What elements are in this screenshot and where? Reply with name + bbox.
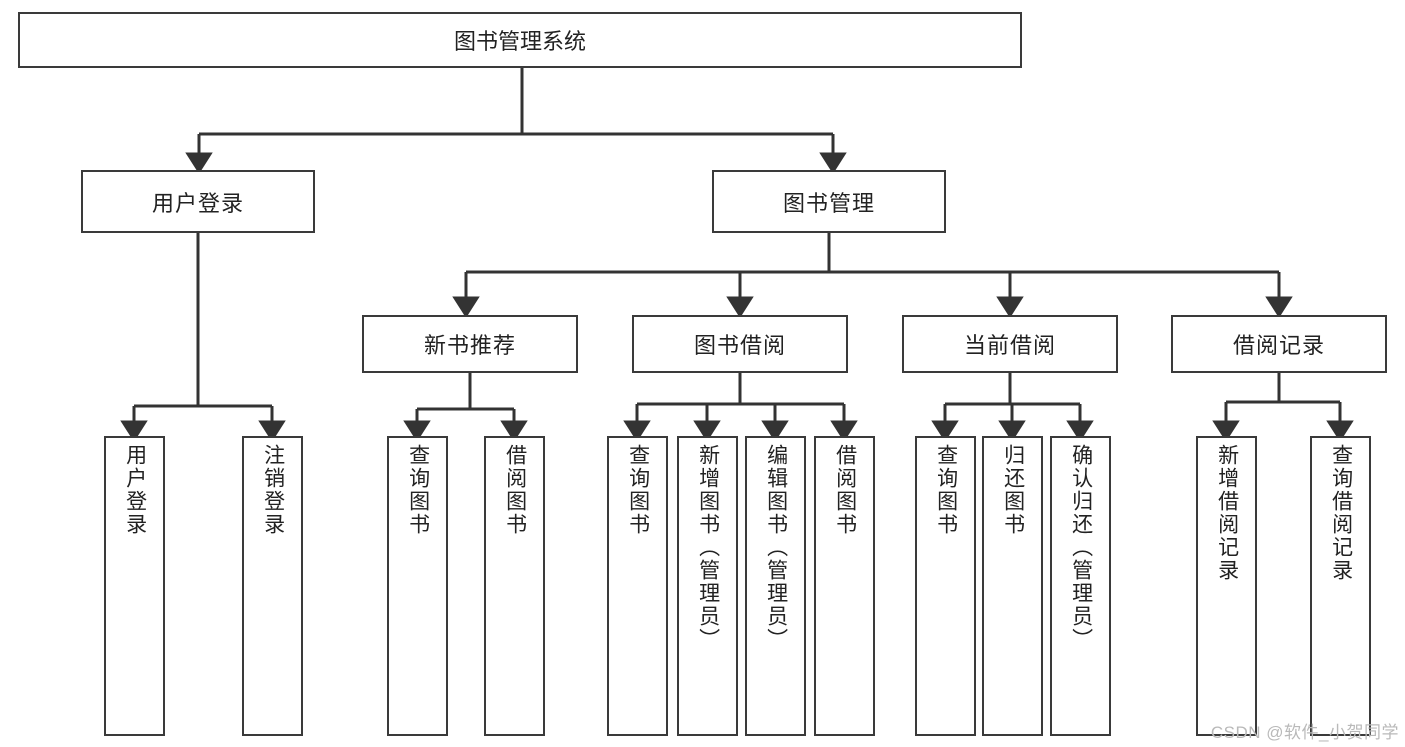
node-leaf-confirm-return[interactable]: 确认归还（管理员） (1050, 436, 1111, 736)
node-leaf-add-record[interactable]: 新增借阅记录 (1196, 436, 1257, 736)
node-current-borrow[interactable]: 当前借阅 (902, 315, 1118, 373)
node-leaf-query-book-3[interactable]: 查询图书 (915, 436, 976, 736)
node-leaf-borrow-book-2[interactable]: 借阅图书 (814, 436, 875, 736)
node-root-label: 图书管理系统 (453, 29, 586, 54)
node-leaf-edit-book-label: 编辑图书（管理员） (764, 444, 788, 651)
node-leaf-query-book-1-label: 查询图书 (406, 444, 430, 536)
node-book-borrow[interactable]: 图书借阅 (632, 315, 848, 373)
node-leaf-borrow-book-2-label: 借阅图书 (833, 444, 857, 536)
node-leaf-user-login[interactable]: 用户登录 (104, 436, 165, 736)
node-leaf-query-book-2[interactable]: 查询图书 (607, 436, 668, 736)
node-leaf-add-book[interactable]: 新增图书（管理员） (677, 436, 738, 736)
node-user-login-label: 用户登录 (151, 190, 244, 216)
node-new-book-rec[interactable]: 新书推荐 (362, 315, 578, 373)
node-leaf-return-book[interactable]: 归还图书 (982, 436, 1043, 736)
node-borrow-record-label: 借阅记录 (1232, 333, 1325, 358)
node-leaf-return-book-label: 归还图书 (1001, 444, 1025, 536)
node-leaf-query-book-3-label: 查询图书 (934, 444, 958, 536)
node-leaf-user-logout-label: 注销登录 (261, 444, 285, 536)
node-new-book-rec-label: 新书推荐 (423, 333, 516, 358)
node-current-borrow-label: 当前借阅 (963, 333, 1056, 358)
node-book-borrow-label: 图书借阅 (693, 333, 786, 358)
node-leaf-borrow-book-1[interactable]: 借阅图书 (484, 436, 545, 736)
node-leaf-user-login-label: 用户登录 (123, 444, 147, 536)
node-leaf-add-book-label: 新增图书（管理员） (696, 444, 720, 651)
node-leaf-user-logout[interactable]: 注销登录 (242, 436, 303, 736)
node-user-login[interactable]: 用户登录 (81, 170, 315, 233)
node-book-manage[interactable]: 图书管理 (712, 170, 946, 233)
node-leaf-borrow-book-1-label: 借阅图书 (503, 444, 527, 536)
node-book-manage-label: 图书管理 (782, 190, 875, 216)
watermark: CSDN @软件_小贺同学 (1210, 723, 1399, 742)
node-root[interactable]: 图书管理系统 (18, 12, 1022, 68)
node-leaf-confirm-return-label: 确认归还（管理员） (1069, 444, 1093, 651)
node-borrow-record[interactable]: 借阅记录 (1171, 315, 1387, 373)
node-leaf-query-book-2-label: 查询图书 (626, 444, 650, 536)
node-leaf-add-record-label: 新增借阅记录 (1215, 444, 1239, 582)
node-leaf-query-record-label: 查询借阅记录 (1329, 444, 1353, 582)
node-leaf-edit-book[interactable]: 编辑图书（管理员） (745, 436, 806, 736)
node-leaf-query-record[interactable]: 查询借阅记录 (1310, 436, 1371, 736)
node-leaf-query-book-1[interactable]: 查询图书 (387, 436, 448, 736)
